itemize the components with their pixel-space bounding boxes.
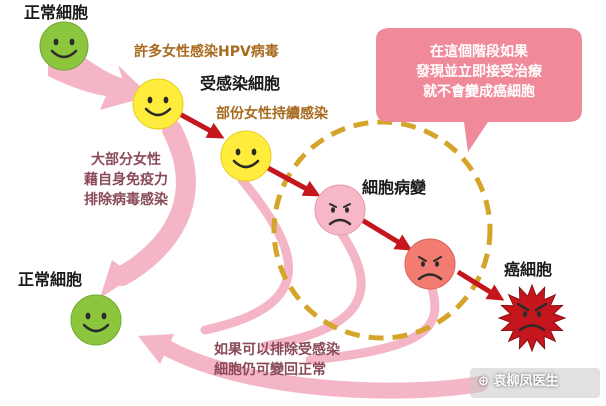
arrow-infected-to-normal [112, 120, 196, 286]
normal-cell-bottom-face [70, 294, 122, 346]
arrowhead-recover [138, 334, 174, 364]
persistent-infection-face [220, 130, 272, 182]
label-cell-lesion: 細胞病變 [362, 178, 427, 197]
recovery-note-line-2: 細胞仍可變回正常 [214, 362, 326, 378]
watermark-icon: ⊕ [478, 374, 489, 389]
arrow-recover-to-normal [152, 336, 488, 399]
recovery-note-line-1: 如果可以排除受感染 [214, 342, 340, 358]
bubble-line-1: 在這個階段如果 [430, 44, 528, 60]
arrow-persistent-to-lesion [266, 165, 321, 197]
infected-cell-face [132, 78, 184, 130]
return-line-lesion [260, 229, 366, 351]
label-persistent-infection: 部份女性持續感染 [216, 106, 328, 122]
arrowhead-to-normal [100, 260, 134, 298]
normal-cell-top-face [39, 21, 89, 71]
lesion-cell-face [314, 184, 366, 236]
speech-bubble [376, 28, 582, 152]
bubble-line-3: 就不會變成癌細胞 [423, 84, 535, 100]
treatment-bubble-text: 在這個階段如果 發現並立即接受治療 就不會變成癌細胞 [384, 42, 574, 102]
label-normal-cell-top: 正常細胞 [24, 3, 89, 22]
label-cancer-cell: 癌細胞 [504, 260, 553, 279]
arrow-infected-to-persistent [174, 109, 225, 139]
label-normal-cell-bottom: 正常細胞 [18, 270, 83, 289]
recovery-note: 如果可以排除受感染 細胞仍可變回正常 [214, 340, 340, 380]
arrow-lesion-to-precancer [360, 217, 413, 251]
immune-note-line-1: 大部分女性 [91, 152, 161, 168]
precancer-cell-face [404, 238, 456, 290]
cancer-cell-face [497, 283, 567, 353]
watermark-text: ⊕ 袁柳凤医生 [478, 374, 558, 390]
watermark-badge [470, 368, 600, 398]
bubble-line-2: 發現並立即接受治療 [416, 64, 542, 80]
label-hpv-infection: 許多女性感染HPV病毒 [134, 44, 279, 60]
immune-note-line-2: 藉自身免疫力 [84, 172, 168, 188]
label-infected-cell: 受感染細胞 [200, 74, 281, 93]
immune-note-line-3: 排除病毒感染 [84, 192, 168, 208]
immune-clearance-note: 大部分女性 藉自身免疫力 排除病毒感染 [64, 150, 188, 210]
treatment-stage-circle [271, 119, 493, 341]
arrow-precancer-to-cancer [456, 269, 505, 301]
return-line-persistent [200, 175, 294, 335]
watermark-label: 袁柳凤医生 [493, 374, 559, 389]
